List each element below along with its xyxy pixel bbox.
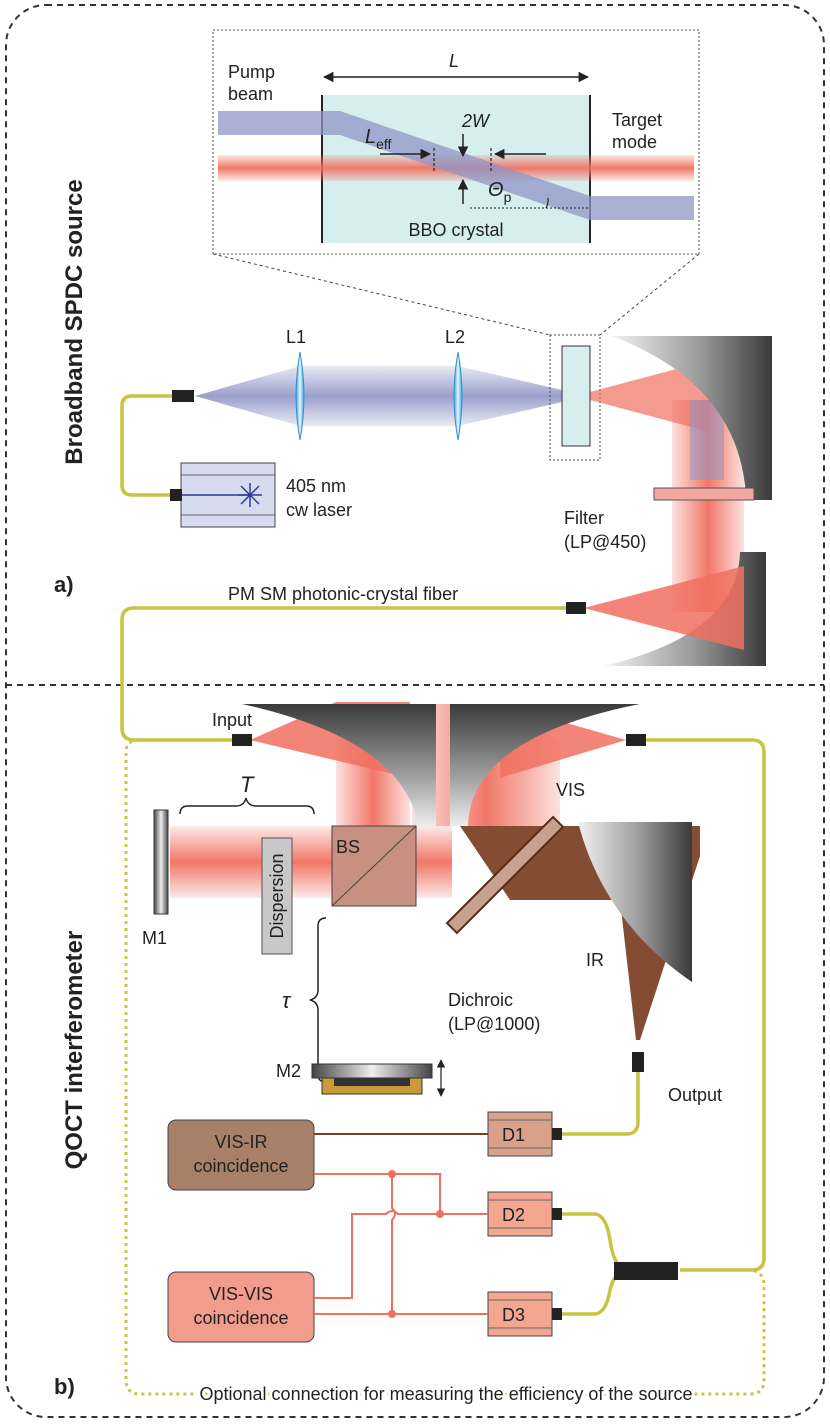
width-label: 2W — [461, 111, 491, 131]
label-a: a) — [54, 572, 74, 597]
t-brace — [179, 797, 315, 815]
detector-d1: D1 — [487, 1111, 562, 1157]
optional-label: Optional connection for measuring the ef… — [200, 1384, 693, 1404]
filter-plate — [653, 487, 755, 501]
source-crystal — [561, 345, 591, 447]
parabolic-mirror-ir — [578, 822, 692, 982]
m1-label: M1 — [142, 928, 167, 948]
fiber-label: PM SM photonic-crystal fiber — [228, 584, 458, 604]
detector-d2: D2 — [487, 1191, 562, 1237]
wires-red — [314, 1173, 488, 1315]
pump-beam-inset — [218, 111, 694, 220]
tau-brace — [309, 917, 327, 1083]
label-b: b) — [54, 1374, 75, 1399]
lens-l2-label: L2 — [445, 327, 465, 347]
vis-ir-coincidence-box — [167, 1119, 315, 1191]
interferometer-title: QOCT interferometer — [61, 931, 88, 1170]
m2-label: M2 — [276, 1061, 301, 1081]
input-connector — [232, 734, 252, 746]
lens-l2 — [453, 351, 463, 441]
dispersion-label: Dispersion — [267, 853, 287, 938]
parabolic-mirror-4 — [450, 704, 640, 826]
zoom-line-left — [212, 253, 551, 336]
focus-beam-fiber — [584, 566, 744, 650]
optional-connection — [124, 738, 766, 1396]
vis-connector — [626, 734, 646, 746]
dispersion-element — [261, 837, 293, 955]
length-label: L — [449, 51, 459, 71]
outer-frame — [5, 4, 825, 1418]
fiber-splitter — [614, 1262, 678, 1280]
detector-d3: D3 — [487, 1291, 562, 1337]
source-title: Broadband SPDC source — [61, 179, 88, 464]
tau-label: τ — [282, 988, 292, 1013]
bs-label: BS — [336, 837, 360, 857]
crystal-label: BBO crystal — [408, 220, 503, 240]
d2-label: D2 — [502, 1205, 525, 1225]
pump-beam — [195, 366, 575, 426]
zoom-line-right — [599, 253, 700, 336]
parabolic-mirror-3 — [242, 704, 436, 826]
output-label: Output — [668, 1085, 722, 1105]
leff-label: Leff — [365, 126, 392, 152]
pcf-fiber — [120, 606, 566, 742]
mirror-m1 — [153, 809, 169, 915]
m2-surface — [311, 1063, 433, 1079]
vis-vis-coincidence-box — [167, 1271, 315, 1343]
lens-l1-label: L1 — [286, 327, 306, 347]
laser-fiber — [120, 394, 172, 497]
ir-label: IR — [586, 950, 604, 970]
laser-fiber-connector-top — [172, 390, 194, 402]
vis-fiber — [646, 738, 766, 1272]
d3-label: D3 — [502, 1305, 525, 1325]
laser-fiber-connector-bottom — [170, 489, 182, 501]
output-connector — [632, 1052, 644, 1072]
vis-label: VIS — [556, 780, 585, 800]
output-fiber — [562, 1072, 640, 1136]
dichroic-mirror — [445, 815, 565, 935]
laser-star-icon — [238, 483, 262, 507]
parabolic-mirror-1 — [612, 336, 772, 500]
input-label: Input — [212, 710, 252, 730]
dichroic-label: Dichroic(LP@1000) — [448, 990, 540, 1034]
pcf-connector-out — [566, 602, 586, 614]
d2-fiber — [562, 1212, 627, 1270]
theta-label: Θp — [488, 179, 512, 205]
lens-l1 — [295, 351, 305, 441]
d1-label: D1 — [502, 1125, 525, 1145]
t-label: T — [240, 772, 255, 797]
filter-label: Filter(LP@450) — [564, 508, 646, 552]
